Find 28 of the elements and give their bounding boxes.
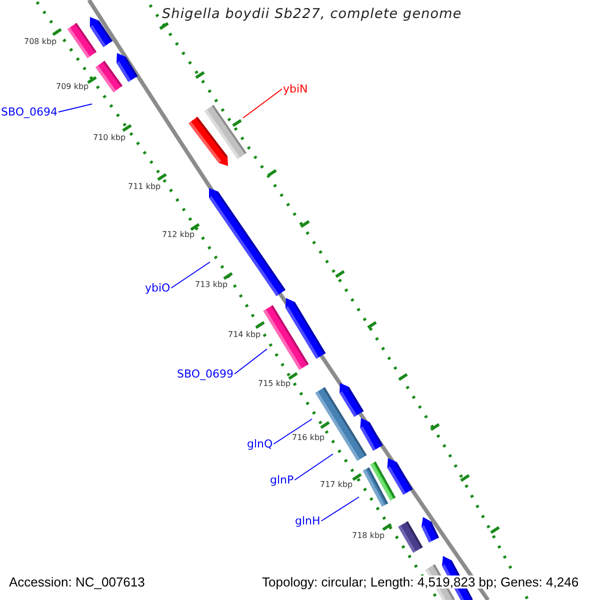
position-label: 716 kbp (292, 434, 325, 442)
genome-info-text: Topology: circular; Length: 4,519,823 bp; Genes: 4,246 (262, 576, 579, 588)
leader-line (234, 348, 268, 374)
gene-label: SBO_0699 (177, 368, 234, 380)
position-label: 718 kbp (352, 532, 385, 540)
leader-line (242, 88, 282, 118)
gene-label: glnH (295, 516, 320, 526)
leader-line (294, 454, 334, 480)
gene-label: SBO_0694 (1, 106, 58, 118)
position-label: 708 kbp (24, 38, 57, 46)
leader-line (170, 262, 210, 288)
position-label: 709 kbp (56, 83, 89, 91)
position-label: 710 kbp (93, 134, 126, 142)
position-label: 713 kbp (195, 281, 228, 289)
position-label: 714 kbp (228, 331, 261, 339)
gene-label: ybiN (283, 84, 308, 94)
leader-line (58, 104, 92, 112)
position-label: 715 kbp (258, 380, 291, 388)
leader-line (273, 418, 312, 444)
accession-text: Accession: NC_007613 (9, 576, 145, 588)
gene-label: ybiO (145, 282, 170, 294)
position-label: 712 kbp (162, 231, 195, 239)
position-label: 711 kbp (128, 183, 161, 191)
leader-line (320, 496, 360, 522)
position-label: 717 kbp (320, 481, 353, 489)
diagram-title: Shigella boydii Sb227, complete genome (162, 8, 462, 22)
gene-label: glnQ (247, 438, 273, 450)
gene-label: glnP (270, 474, 294, 486)
